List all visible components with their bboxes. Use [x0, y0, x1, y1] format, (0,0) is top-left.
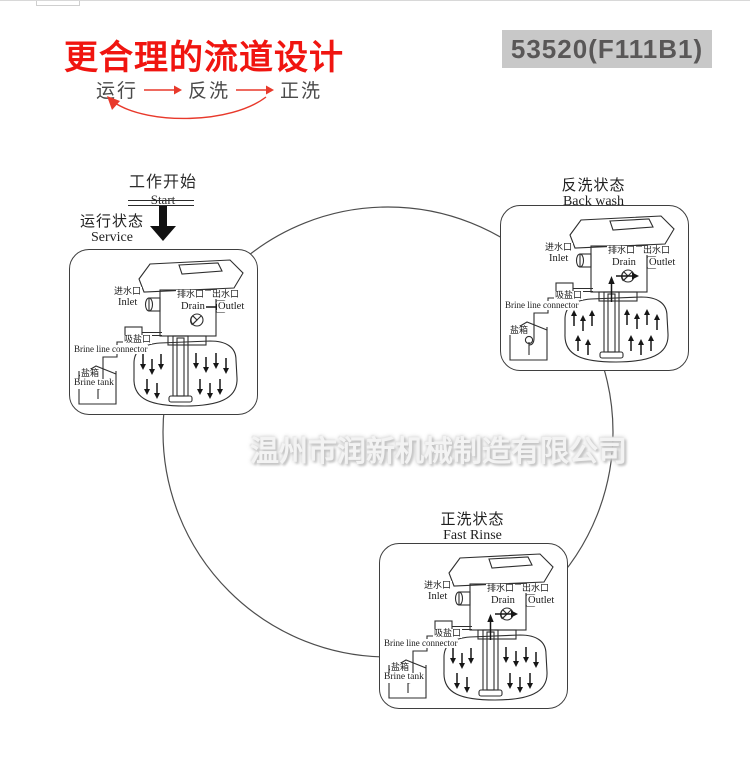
state-label-cn: 运行状态 [79, 213, 144, 230]
outlet-label-en: Outlet [527, 595, 556, 607]
brine-label-cn: 吸盐口 [433, 628, 463, 639]
brine-label-cn: 吸盐口 [554, 290, 584, 301]
model-badge: 53520(F111B1) [502, 30, 712, 68]
cycle-legend: 运行 反洗 正洗 [96, 76, 322, 103]
riser-flow-arrow [487, 614, 494, 640]
inlet-label-cn: 进水口 [113, 286, 143, 297]
watermark: 温州市润新机械制造有限公司 [250, 436, 628, 468]
start-underline [128, 200, 194, 206]
drain-flow-arrow [495, 610, 518, 618]
brine-label-en: Brine line connector [504, 300, 580, 311]
inlet-label-en: Inlet [117, 297, 139, 309]
drain-label-en: Drain [611, 257, 637, 269]
valve-diagram-fastrinse [388, 553, 554, 701]
brine-tank-label-cn: 盐箱 [509, 325, 530, 336]
page-title: 更合理的流道设计 [64, 39, 344, 77]
brine-tank-label-en: Brine tank [73, 378, 115, 389]
cycle-step-backwash: 反洗 [188, 81, 231, 102]
brine-tank-label-en: Brine tank [383, 672, 425, 683]
outlet-label-en: Outlet [648, 257, 677, 269]
outlet-label-cn: 出水口 [211, 289, 241, 300]
brine-label-cn: 吸盐口 [123, 334, 153, 345]
brine-tank-label-cn: 盐箱 [390, 662, 411, 673]
valve-diagram-service [78, 259, 244, 407]
cycle-step-fastrinse: 正洗 [280, 81, 323, 102]
top-notch [36, 1, 80, 6]
start-label-en: Start [150, 192, 176, 207]
inlet-label-en: Inlet [427, 591, 449, 603]
cycle-step-service: 运行 [96, 81, 139, 102]
drain-label-en: Drain [490, 595, 516, 607]
state-box-service: 进水口 Inlet 排水口 Drain 出水口 Outlet 吸盐口 Brine… [69, 249, 258, 415]
state-label-service: 运行状态 Service [72, 213, 152, 246]
state-box-fastrinse: 进水口 Inlet 排水口 Drain 出水口 Outlet 吸盐口 Brine… [379, 543, 568, 709]
valve-diagram-backwash [509, 215, 675, 363]
top-border-line [0, 0, 750, 1]
drain-label-cn: 排水口 [486, 583, 516, 594]
outlet-label-en: Outlet [217, 301, 246, 313]
state-label-cn: 反洗状态 [561, 177, 626, 194]
state-box-backwash: 进水口 Inlet 排水口 Drain 出水口 Outlet 吸盐口 Brine… [500, 205, 689, 371]
outlet-label-cn: 出水口 [642, 245, 672, 256]
state-label-en: Fast Rinse [443, 528, 502, 544]
brine-label-en: Brine line connector [73, 344, 149, 355]
inlet-label-cn: 进水口 [544, 242, 574, 253]
start-label: 工作开始 Start [121, 168, 205, 208]
brine-tank-label-cn: 盐箱 [80, 368, 101, 379]
cycle-return-arrow-icon [107, 96, 267, 120]
riser-flow-arrow [608, 276, 615, 302]
inlet-label-cn: 进水口 [423, 580, 453, 591]
drain-flow-arrow [616, 272, 639, 280]
start-label-cn: 工作开始 [128, 174, 197, 191]
inlet-label-en: Inlet [548, 253, 570, 265]
outlet-label-cn: 出水口 [521, 583, 551, 594]
drain-label-cn: 排水口 [176, 289, 206, 300]
down-arrow-icon [150, 206, 176, 241]
drain-label-cn: 排水口 [607, 245, 637, 256]
drain-label-en: Drain [180, 301, 206, 313]
right-arrow-icon [236, 85, 275, 94]
brine-label-en: Brine line connector [383, 638, 459, 649]
state-label-cn: 正洗状态 [440, 511, 505, 528]
state-label-en: Service [91, 230, 133, 246]
right-arrow-icon [144, 85, 183, 94]
state-label-fastrinse: 正洗状态 Fast Rinse [379, 511, 566, 544]
